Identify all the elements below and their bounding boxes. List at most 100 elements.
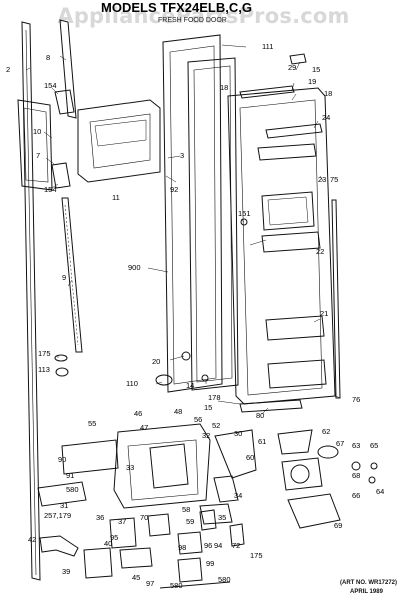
watermark: AppliancePartsPros.com	[57, 4, 350, 28]
callout-59: 59	[186, 517, 194, 526]
callout-40: 40	[104, 539, 112, 548]
callout-91: 91	[66, 471, 74, 480]
art-number: (ART NO. WR17272)	[340, 580, 398, 586]
cap-113	[55, 367, 69, 377]
callout-24: 24	[322, 113, 330, 122]
callout-39: 39	[62, 567, 70, 576]
diagram-title: MODELS TFX24ELB,C,G	[101, 0, 252, 15]
shelf-top	[257, 143, 317, 161]
callout-19: 19	[308, 77, 316, 86]
callout-21: 21	[320, 309, 328, 318]
washer-64	[368, 476, 376, 484]
motor-33	[149, 443, 189, 489]
callout-111: 111	[262, 42, 273, 51]
callout-7: 7	[36, 151, 40, 160]
bottom-trim-80	[239, 399, 303, 413]
callout-94: 94	[214, 541, 222, 550]
callout-60: 60	[246, 453, 254, 462]
callout-257-179: 257,179	[44, 511, 71, 520]
callout-2: 2	[6, 65, 10, 74]
box-39	[83, 547, 113, 579]
callout-37: 37	[118, 517, 126, 526]
callout-31: 31	[60, 501, 68, 510]
callout-61: 61	[258, 437, 266, 446]
harness-42	[39, 535, 79, 557]
cap-110	[155, 374, 173, 386]
callout-18: 18	[220, 83, 228, 92]
trim-rod	[61, 197, 83, 353]
callout-69: 69	[334, 521, 342, 530]
part-99	[177, 557, 203, 583]
callout-29: 29	[288, 63, 296, 72]
switch-70	[147, 513, 171, 537]
callout-90: 90	[58, 455, 66, 464]
callout-47: 47	[140, 423, 148, 432]
callout-66: 66	[352, 491, 360, 500]
callout-14: 14	[186, 381, 194, 390]
callout-580: 580	[66, 485, 79, 494]
callout-35: 35	[218, 513, 226, 522]
callout-68: 68	[352, 471, 360, 480]
callout-900: 900	[128, 263, 141, 272]
callout-64: 64	[376, 487, 384, 496]
bushing-63	[351, 461, 361, 471]
callout-99: 99	[206, 559, 214, 568]
hinge-bracket	[54, 89, 75, 115]
ring-62	[317, 445, 339, 459]
dispenser-housing	[113, 423, 211, 509]
callout-154: 154	[44, 185, 57, 194]
bracket-37	[109, 517, 137, 549]
trim-19	[239, 85, 295, 99]
callout-22: 22	[316, 247, 324, 256]
dispenser-window	[261, 191, 315, 231]
funnel-61	[277, 429, 313, 455]
callout-96: 96	[204, 541, 212, 550]
lower-hinge-bracket	[51, 162, 71, 189]
lever-60	[214, 429, 257, 479]
screw-151	[240, 218, 248, 226]
callout-20: 20	[152, 357, 160, 366]
callout-113: 113	[38, 365, 50, 374]
cap-29	[289, 53, 307, 65]
callout-80: 80	[256, 411, 264, 420]
callout-30: 30	[234, 429, 242, 438]
callout-76: 76	[352, 395, 360, 404]
callout-11: 11	[112, 193, 120, 202]
callout-75: 75	[330, 175, 338, 184]
callout-580: 580	[218, 575, 231, 584]
callout-580: 580	[170, 581, 183, 590]
callout-65: 65	[370, 441, 378, 450]
callout-45: 45	[132, 573, 140, 582]
revision-date: APRIL 1989	[350, 589, 383, 595]
callout-8: 8	[46, 53, 50, 62]
callout-97: 97	[146, 579, 154, 588]
nut-65	[370, 462, 378, 470]
callout-95: 95	[110, 533, 118, 542]
callout-52: 52	[212, 421, 220, 430]
callout-72: 72	[232, 541, 240, 550]
auger-68	[281, 457, 323, 491]
callout-63: 63	[352, 441, 360, 450]
dispenser-bracket-90	[61, 439, 119, 475]
door-liner	[227, 87, 336, 405]
hinge-pin-20	[181, 351, 191, 361]
door-gasket	[187, 57, 239, 391]
callout-175: 175	[38, 349, 51, 358]
door-trim-strip	[21, 21, 41, 581]
trim-bar-top	[59, 19, 77, 119]
callout-151: 151	[238, 209, 251, 218]
callout-10: 10	[33, 127, 41, 136]
washer-178	[201, 374, 209, 382]
callout-178: 178	[208, 393, 221, 402]
outer-door-panel	[162, 34, 223, 393]
wire-580	[159, 581, 231, 589]
callout-56: 56	[194, 415, 202, 424]
gasket-strip	[17, 99, 53, 191]
diagram-subtitle: FRESH FOOD DOOR	[158, 17, 227, 24]
solenoid-98	[177, 531, 203, 555]
callout-46: 46	[134, 409, 142, 418]
callout-67: 67	[336, 439, 344, 448]
callout-18: 18	[324, 89, 332, 98]
callout-62: 62	[322, 427, 330, 436]
callout-110: 110	[126, 379, 138, 388]
